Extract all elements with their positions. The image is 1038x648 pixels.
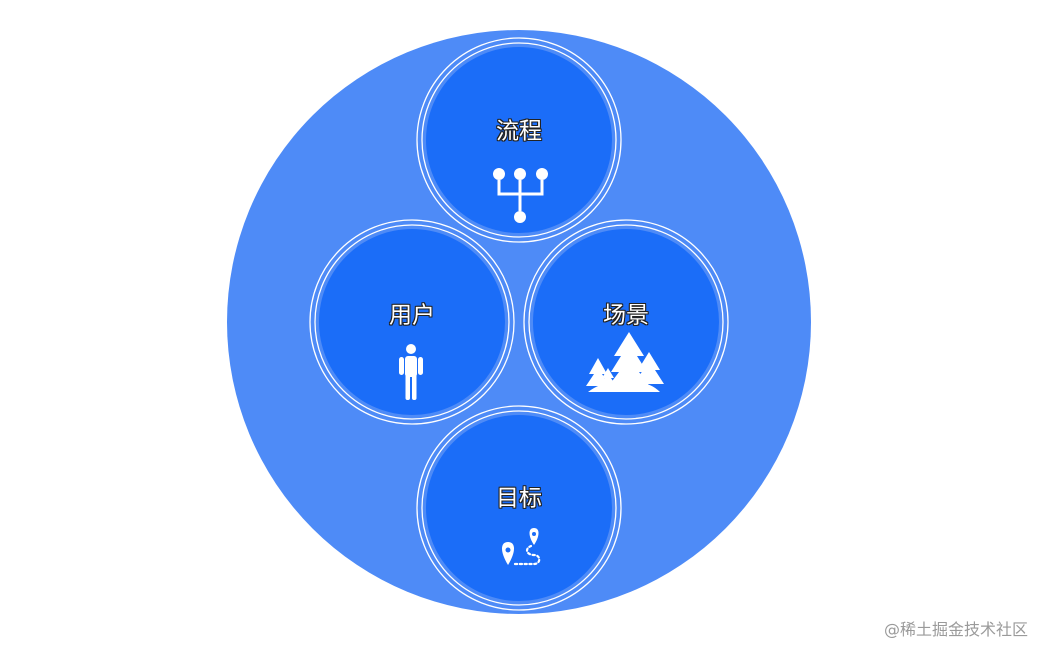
trees-icon xyxy=(586,332,664,392)
branch-icon xyxy=(493,168,548,223)
node-scene-ring-outer xyxy=(523,219,729,425)
node-goal-label: 目标 xyxy=(496,485,542,512)
node-scene xyxy=(523,219,729,425)
node-goal xyxy=(416,405,622,611)
node-scene-label: 场景 xyxy=(603,302,649,329)
node-user-label: 用户 xyxy=(389,302,435,329)
node-scene-ring-inner xyxy=(528,224,724,420)
node-user-ring-outer xyxy=(309,219,515,425)
node-scene-fill xyxy=(533,229,719,415)
node-goal-fill xyxy=(426,415,612,601)
route-pin-icon xyxy=(502,528,541,566)
node-user-fill xyxy=(319,229,505,415)
node-goal-ring-inner xyxy=(421,410,617,606)
node-process xyxy=(416,37,622,243)
person-icon xyxy=(399,344,423,400)
node-user xyxy=(309,219,515,425)
node-user-ring-inner xyxy=(314,224,510,420)
watermark: @稀土掘金技术社区 xyxy=(883,620,1028,639)
node-process-fill xyxy=(426,47,612,233)
node-process-ring-outer xyxy=(416,37,622,243)
node-process-label: 流程 xyxy=(496,118,542,145)
outer-circle xyxy=(227,30,811,614)
node-process-ring-inner xyxy=(421,42,617,238)
node-goal-ring-outer xyxy=(416,405,622,611)
